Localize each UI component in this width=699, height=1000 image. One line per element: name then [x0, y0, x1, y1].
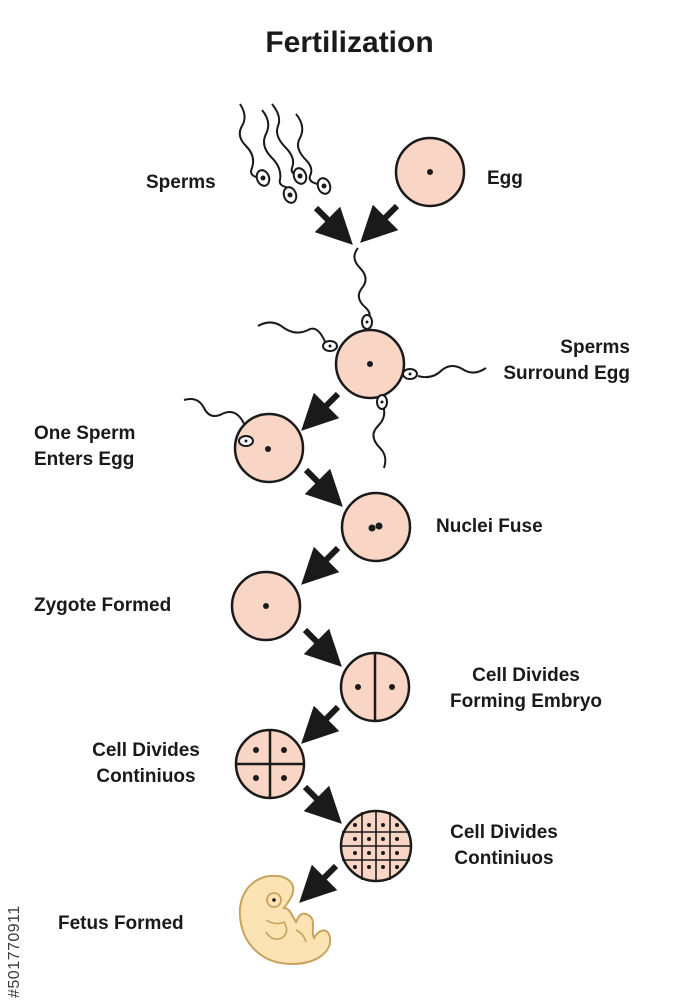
- four-cell-embryo-icon: [234, 728, 306, 800]
- zygote-icon: [230, 570, 302, 642]
- label-cell-divides-cont-left: Cell Divides Continiuos: [76, 738, 216, 790]
- one-sperm-enters-icon: [183, 398, 305, 484]
- sperms-surround-egg-icon: [257, 247, 487, 469]
- stock-id-watermark: #501770911: [6, 905, 23, 998]
- arrow-egg-down: [360, 203, 400, 243]
- label-cell-divides-embryo: Cell Divides Forming Embryo: [429, 663, 623, 715]
- nuclei-fuse-icon: [340, 491, 412, 563]
- two-cell-embryo-icon: [339, 651, 411, 723]
- label-nuclei-fuse: Nuclei Fuse: [436, 516, 543, 537]
- fetus-icon: [238, 874, 332, 966]
- label-one-sperm-line1: One Sperm: [34, 423, 136, 444]
- arrow-to-one-sperm: [301, 391, 341, 431]
- label-fetus-formed: Fetus Formed: [58, 913, 184, 934]
- label-sperms-surround: Sperms Surround Egg: [500, 335, 630, 387]
- label-egg: Egg: [487, 168, 523, 189]
- label-cell-divides-embryo-line2: Forming Embryo: [449, 691, 602, 712]
- label-sperms: Sperms: [146, 172, 216, 193]
- arrow-sperms-down: [313, 205, 353, 245]
- sperm-group-icon: [238, 103, 332, 204]
- label-sperms-surround-line2: Surround Egg: [503, 363, 630, 384]
- label-cell-divides-cont-left-line2: Continiuos: [96, 766, 196, 787]
- label-one-sperm-line2: Enters Egg: [34, 449, 135, 470]
- arrow-to-nuclei-fuse: [303, 467, 343, 507]
- label-cell-divides-cont-right-line2: Continiuos: [454, 848, 554, 869]
- arrow-to-morula: [302, 784, 342, 824]
- arrow-to-fetus: [299, 863, 339, 903]
- page-title: Fertilization: [265, 26, 434, 59]
- label-cell-divides-embryo-line1: Cell Divides: [472, 665, 580, 686]
- morula-icon: [339, 809, 413, 883]
- arrow-to-four-cell: [301, 704, 341, 744]
- label-sperms-surround-line1: Sperms: [560, 337, 630, 358]
- arrow-to-two-cell: [302, 627, 342, 667]
- label-zygote-formed: Zygote Formed: [34, 595, 172, 616]
- label-cell-divides-cont-right-line1: Cell Divides: [450, 822, 558, 843]
- arrow-to-zygote: [301, 545, 341, 585]
- egg-icon: [394, 136, 466, 208]
- label-cell-divides-cont-left-line1: Cell Divides: [92, 740, 200, 761]
- label-cell-divides-cont-right: Cell Divides Continiuos: [432, 820, 576, 872]
- label-one-sperm: One Sperm Enters Egg: [34, 421, 135, 473]
